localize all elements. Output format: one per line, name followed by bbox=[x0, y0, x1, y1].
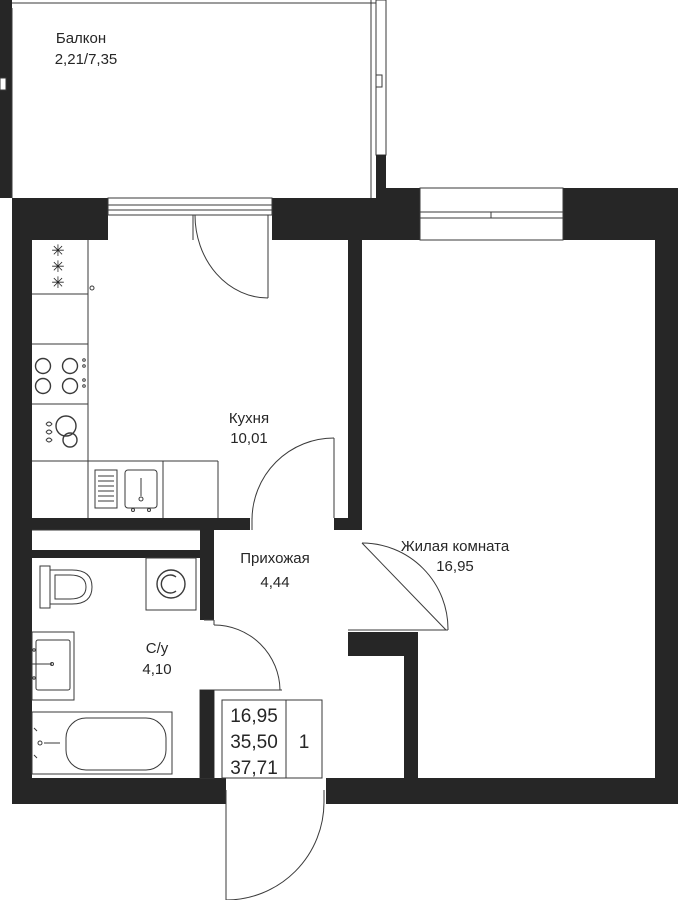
door-bathroom bbox=[213, 620, 282, 691]
label-hallway: Прихожая 4,44 bbox=[240, 550, 310, 591]
wall-living-lower bbox=[404, 632, 418, 778]
balcony-right-wall bbox=[376, 155, 386, 198]
balcony-door bbox=[192, 214, 269, 299]
kitchen-area: 10,01 bbox=[230, 430, 268, 447]
wall-bottom-left bbox=[12, 778, 226, 804]
wall-right bbox=[655, 188, 678, 804]
bathroom-area: 4,10 bbox=[142, 661, 171, 678]
bathroom-name: С/у bbox=[146, 640, 169, 657]
bathroom-sink-icon bbox=[31, 631, 75, 701]
area-summary-table: 16,95 35,50 37,71 1 bbox=[221, 699, 323, 779]
living-room-area: 16,95 bbox=[436, 558, 474, 575]
svg-text:✳: ✳ bbox=[51, 257, 64, 276]
door-kitchen bbox=[251, 437, 335, 530]
wall-left bbox=[12, 198, 32, 804]
hood-icon: ✳ ✳ ✳ bbox=[51, 241, 64, 292]
wall-step bbox=[376, 188, 420, 240]
bathtub-icon bbox=[31, 711, 173, 775]
summary-total-area: 35,50 bbox=[230, 732, 278, 753]
summary-living-area: 16,95 bbox=[230, 706, 278, 727]
label-kitchen: Кухня 10,01 bbox=[229, 410, 269, 447]
balcony-name: Балкон bbox=[56, 30, 106, 47]
svg-text:✳: ✳ bbox=[51, 241, 64, 260]
hallway-name: Прихожая bbox=[240, 550, 310, 567]
window-living bbox=[419, 187, 564, 241]
wall-bath-top bbox=[32, 550, 202, 558]
balcony-post bbox=[0, 77, 7, 91]
door-entrance bbox=[225, 790, 325, 900]
balcony bbox=[0, 0, 387, 198]
wall-bath-hall bbox=[200, 530, 214, 620]
label-balcony: Балкон 2,21/7,35 bbox=[55, 30, 118, 68]
door-living bbox=[348, 542, 449, 631]
wall-corner bbox=[334, 518, 362, 530]
kitchen-counter bbox=[32, 240, 219, 518]
stove-icon bbox=[34, 357, 86, 395]
toilet-icon bbox=[39, 565, 93, 609]
interior-walls bbox=[32, 240, 418, 779]
balcony-left-wall bbox=[0, 0, 12, 198]
balcony-area: 2,21/7,35 bbox=[55, 51, 118, 68]
kitchen-name: Кухня bbox=[229, 410, 269, 427]
svg-text:✳: ✳ bbox=[51, 273, 64, 292]
kitchen-sink-icon bbox=[94, 469, 158, 512]
hallway-area: 4,44 bbox=[260, 574, 289, 591]
label-living-room: Жилая комната 16,95 bbox=[401, 538, 510, 575]
window-kitchen bbox=[107, 197, 273, 216]
washing-machine-icon bbox=[145, 557, 197, 611]
label-bathroom: С/у 4,10 bbox=[142, 640, 171, 678]
balcony-post bbox=[375, 74, 383, 88]
wall-bottom-right bbox=[326, 778, 678, 804]
living-room-name: Жилая комната bbox=[401, 538, 510, 555]
summary-rooms-count: 1 bbox=[299, 732, 310, 753]
wall-kitchen-bath bbox=[32, 518, 250, 530]
wall-top-middle bbox=[272, 198, 386, 240]
outer-walls bbox=[12, 188, 678, 804]
summary-total-with-balcony: 37,71 bbox=[230, 758, 278, 779]
washing-machine-kitchen-icon bbox=[45, 415, 78, 448]
wall-kitchen-living bbox=[348, 240, 362, 530]
